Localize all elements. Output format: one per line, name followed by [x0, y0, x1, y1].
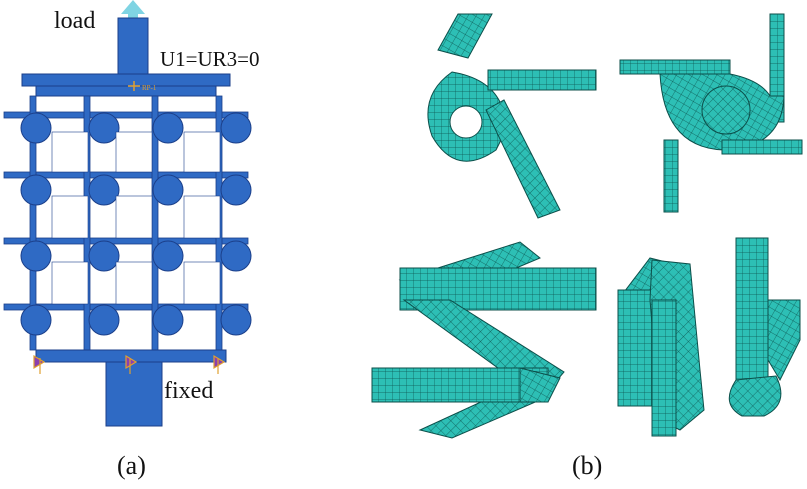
panel-b-label: (b)	[572, 451, 602, 480]
mesh-curled-joint	[619, 13, 803, 213]
fixed-label: fixed	[164, 378, 213, 404]
reference-point-icon	[128, 81, 140, 91]
cells	[51, 131, 221, 305]
panel-a-label: (a)	[117, 451, 146, 480]
mesh-ring-joint	[427, 13, 597, 219]
load-label: load	[54, 8, 95, 34]
fixed-support-icons	[33, 354, 226, 374]
top-stem	[117, 17, 149, 75]
mesh-up-arrow	[617, 237, 801, 437]
reference-point-label: RP-1	[142, 84, 157, 92]
boundary-condition-label: U1=UR3=0	[160, 47, 260, 71]
top-plate	[21, 73, 231, 87]
panel-b-meshes: (b)	[371, 13, 803, 480]
bottom-stem	[105, 361, 163, 427]
panel-a-structure: RP-1	[3, 0, 260, 480]
top-plate-lower	[35, 85, 217, 97]
mesh-chevron-arrow	[371, 241, 597, 439]
joint-nodes	[20, 112, 252, 336]
